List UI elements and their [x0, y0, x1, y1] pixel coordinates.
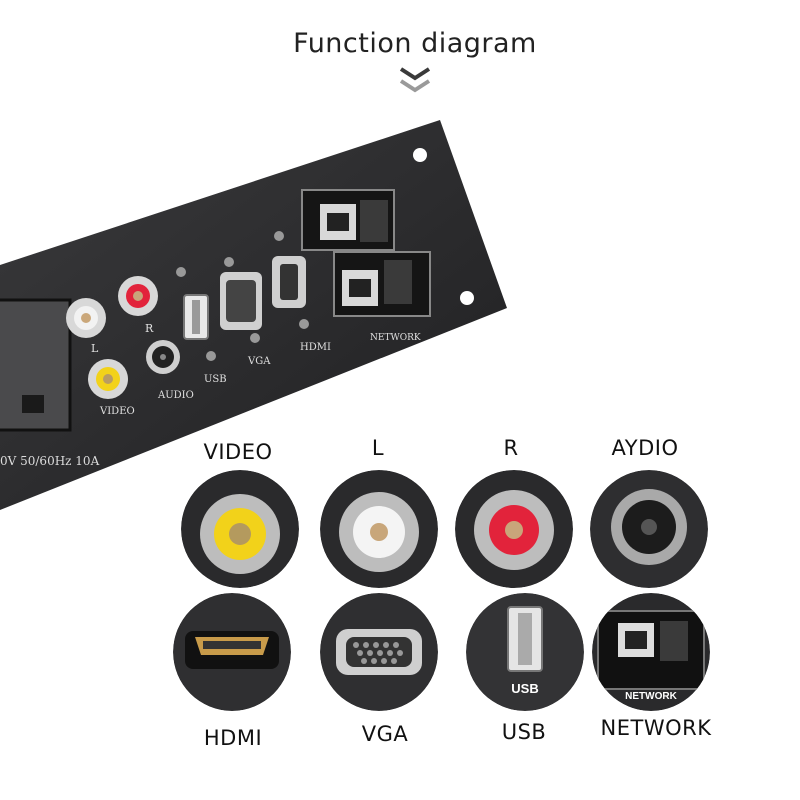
panel-label: HDMI	[300, 342, 331, 353]
l-label: L	[371, 436, 385, 460]
l-jack	[66, 298, 106, 338]
chevron-down-icon	[399, 67, 431, 93]
panel-label: VGA	[247, 356, 271, 367]
mount-hole	[413, 148, 427, 162]
audio-jack	[146, 340, 180, 374]
video-jack	[88, 359, 128, 399]
usb-inset-text: USB	[511, 681, 538, 696]
video-jack-closeup	[181, 470, 299, 588]
r-label: R	[503, 436, 519, 460]
audio-jack-closeup	[590, 470, 708, 588]
video-label: VIDEO	[203, 440, 273, 464]
audio-label: AYDIO	[611, 436, 679, 460]
panel-label: AUDIO	[157, 390, 194, 401]
network-inset-text: NETWORK	[625, 691, 677, 702]
hdmi-closeup	[173, 593, 291, 711]
usb-label: USB	[501, 720, 547, 744]
vga-label: VGA	[361, 722, 409, 746]
power-rating-text: 0V 50/60Hz 10A	[0, 454, 100, 468]
l-jack-closeup	[320, 470, 438, 588]
panel-label: USB	[204, 374, 227, 385]
hdmi-label: HDMI	[203, 726, 263, 750]
mount-hole	[460, 291, 474, 305]
usb-closeup: USB	[466, 593, 584, 711]
panel-label: R	[145, 322, 154, 335]
r-jack	[118, 276, 158, 316]
panel-label: NETWORK	[370, 333, 421, 343]
network-closeup: NETWORK	[592, 593, 710, 711]
panel-label: L	[91, 342, 99, 355]
diagram-title: Function diagram	[293, 28, 537, 59]
connector-panel: 0V 50/60Hz 10A L R VIDEO AUDIO USB VGA H…	[0, 120, 507, 510]
panel-label: VIDEO	[99, 406, 135, 417]
vga-closeup	[320, 593, 438, 711]
network-label: NETWORK	[600, 716, 712, 740]
r-jack-closeup	[455, 470, 573, 588]
